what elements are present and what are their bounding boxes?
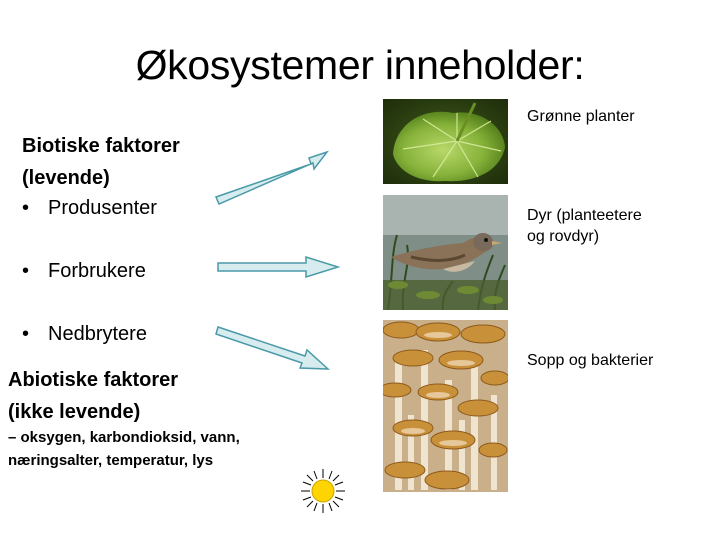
bullet-label: Forbrukere — [48, 260, 146, 282]
abiotic-detail-line2: næringsalter, temperatur, lys — [8, 452, 214, 469]
bird-photo — [383, 195, 508, 310]
bullet-dot-icon: • — [22, 323, 30, 345]
photo-label-line1: Grønne planter — [527, 108, 635, 125]
abiotic-heading-line1: Abiotiske faktorer — [8, 369, 179, 391]
abiotic-heading-line2: (ikke levende) — [8, 401, 141, 423]
biotic-heading: Biotiske faktorer (levende) — [22, 130, 180, 194]
abiotic-detail: – oksygen, karbondioksid, vann, næringsa… — [8, 426, 240, 472]
arrow-to-plants-icon — [214, 150, 330, 205]
bullet-item-producers: • Produsenter — [22, 196, 157, 220]
biotic-heading-line2: (levende) — [22, 167, 110, 189]
bullet-item-decomposers: • Nedbrytere — [22, 322, 147, 346]
photo-label-line2: og rovdyr) — [527, 228, 600, 245]
photo-label-plants: Grønne planter — [527, 106, 635, 127]
photo-label-animals: Dyr (planteetere og rovdyr) — [527, 205, 642, 247]
bullet-dot-icon: • — [22, 260, 30, 282]
photo-label-decomposers: Sopp og bakterier — [527, 350, 653, 371]
abiotic-heading: Abiotiske faktorer (ikke levende) — [8, 364, 178, 428]
mushroom-photo — [383, 320, 508, 492]
photo-label-line1: Sopp og bakterier — [527, 352, 654, 369]
photo-label-line1: Dyr (planteetere — [527, 207, 642, 224]
bullet-label: Nedbrytere — [48, 323, 147, 345]
arrow-to-decomposers-icon — [215, 326, 331, 370]
bullet-dot-icon: • — [22, 197, 30, 219]
sun-icon — [301, 469, 345, 513]
biotic-heading-line1: Biotiske faktorer — [22, 135, 180, 157]
bullet-item-consumers: • Forbrukere — [22, 259, 146, 283]
bullet-label: Produsenter — [48, 197, 157, 219]
abiotic-detail-line1: – oksygen, karbondioksid, vann, — [8, 429, 240, 446]
green-leaf-photo — [383, 99, 508, 184]
arrow-to-animals-icon — [217, 255, 341, 279]
slide-title: Økosystemer inneholder: — [135, 42, 585, 88]
